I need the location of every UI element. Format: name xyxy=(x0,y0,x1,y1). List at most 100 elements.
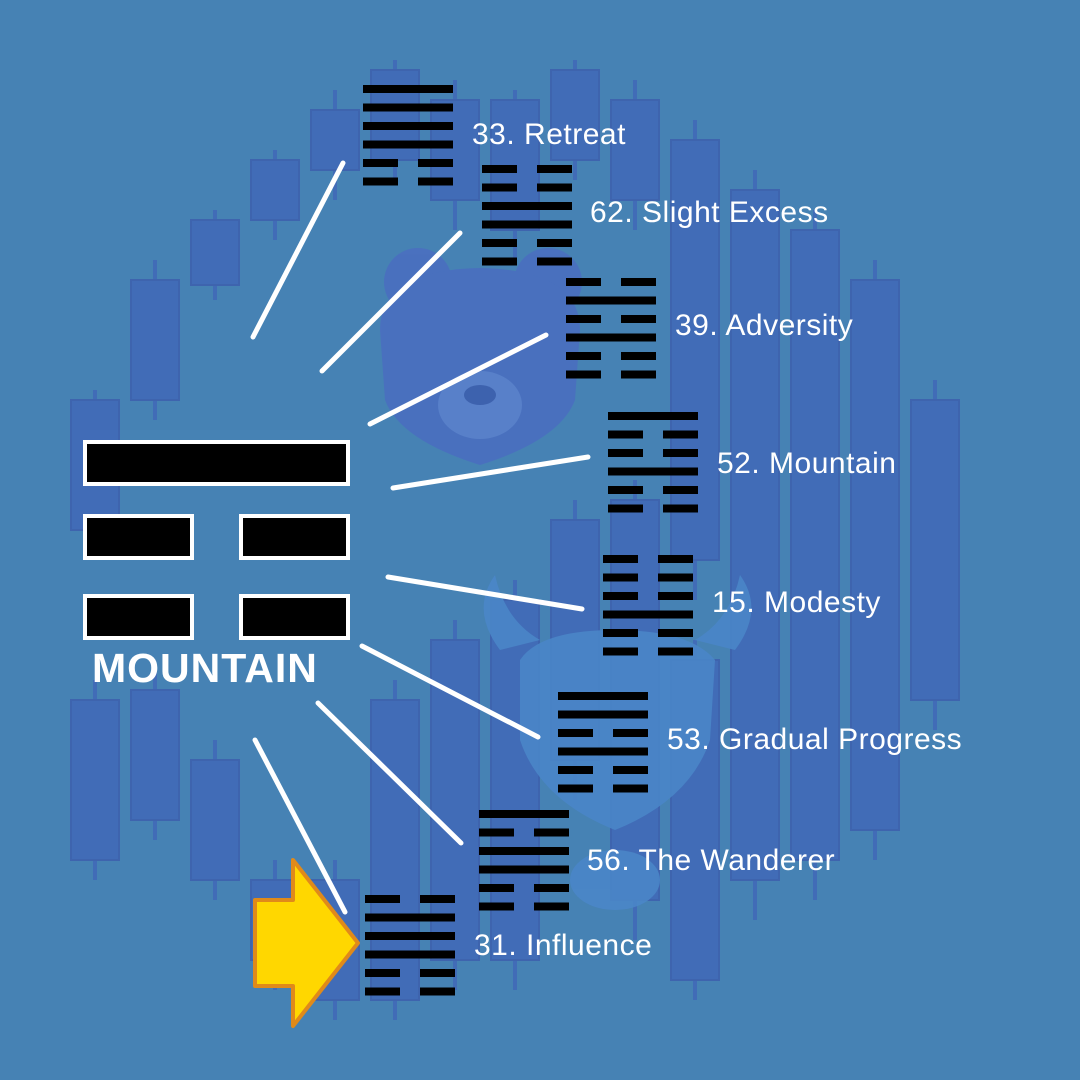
connector-line xyxy=(315,700,464,846)
hexagram-icon xyxy=(363,85,453,186)
hexagram-line-solid xyxy=(608,412,698,420)
trigram-line-broken xyxy=(239,514,350,560)
candle-body xyxy=(130,689,180,821)
hexagram-line-broken xyxy=(558,784,593,793)
hexagram-line-broken xyxy=(613,729,648,737)
hexagram-line-broken xyxy=(479,884,514,892)
connector-line xyxy=(319,230,463,374)
hexagram-line-broken xyxy=(420,895,455,903)
candle-body xyxy=(310,109,360,171)
hexagram-line-broken xyxy=(603,629,638,637)
hexagram-line-solid xyxy=(363,140,453,149)
connector-line xyxy=(359,643,541,740)
hexagram-line-broken xyxy=(566,370,601,379)
hexagram-icon xyxy=(566,278,656,379)
hexagram-icon xyxy=(365,895,455,996)
hexagram-line-solid xyxy=(558,710,648,719)
hexagram-label-gradual-progress: 53. Gradual Progress xyxy=(667,723,963,756)
trigram-line-broken xyxy=(239,594,350,640)
hexagram-line-broken xyxy=(566,278,601,286)
hexagram-line-broken xyxy=(479,828,514,837)
hexagram-line-solid xyxy=(479,865,569,874)
hexagram-line-broken xyxy=(365,969,400,977)
hexagram-icon xyxy=(479,810,569,911)
hexagram-line-broken xyxy=(663,504,698,513)
hexagram-line-broken xyxy=(534,884,569,892)
hexagram-line-broken xyxy=(663,449,698,457)
candle-body xyxy=(130,279,180,401)
hexagram-line-broken xyxy=(365,895,400,903)
connector-line xyxy=(390,454,591,491)
hexagram-line-broken xyxy=(608,504,643,513)
bull-snout xyxy=(570,850,660,910)
hexagram-line-solid xyxy=(482,202,572,210)
candle-body xyxy=(70,699,120,861)
trigram-line-broken xyxy=(83,514,194,560)
connector-line xyxy=(385,574,585,612)
hexagram-line-broken xyxy=(418,177,453,186)
candle-body xyxy=(790,229,840,861)
candle-body xyxy=(850,279,900,831)
hexagram-label-adversity: 39. Adversity xyxy=(675,309,854,342)
trigram-name: MOUNTAIN xyxy=(92,645,318,691)
hexagram-line-broken xyxy=(482,165,517,173)
hexagram-line-broken xyxy=(537,165,572,173)
hexagram-line-broken xyxy=(482,257,517,266)
hexagram-line-broken xyxy=(621,370,656,379)
hexagram-line-broken xyxy=(603,573,638,582)
hexagram-line-solid xyxy=(566,296,656,305)
candle-body xyxy=(250,159,300,221)
hexagram-line-broken xyxy=(479,902,514,911)
hexagram-line-solid xyxy=(479,810,569,818)
hexagram-line-broken xyxy=(558,766,593,774)
hexagram-line-broken xyxy=(613,784,648,793)
hexagram-line-broken xyxy=(558,729,593,737)
hexagram-line-broken xyxy=(608,449,643,457)
hexagram-label-mountain: 52. Mountain xyxy=(717,447,897,480)
hexagram-line-solid xyxy=(363,85,453,93)
highlight-arrow-icon xyxy=(253,858,360,1028)
hexagram-line-broken xyxy=(566,352,601,360)
hexagram-icon xyxy=(482,165,572,266)
hexagram-line-broken xyxy=(621,315,656,323)
hexagram-line-broken xyxy=(363,177,398,186)
trigram-symbol xyxy=(83,440,350,640)
hexagram-line-broken xyxy=(603,592,638,600)
hexagram-line-broken xyxy=(621,352,656,360)
hexagram-line-broken xyxy=(420,969,455,977)
candle-body xyxy=(190,759,240,881)
hexagram-line-solid xyxy=(363,122,453,130)
hexagram-line-broken xyxy=(418,159,453,167)
hexagram-line-broken xyxy=(613,766,648,774)
hexagram-line-broken xyxy=(482,183,517,192)
hexagram-line-solid xyxy=(365,950,455,959)
hexagram-line-broken xyxy=(663,486,698,494)
hexagram-line-solid xyxy=(566,333,656,342)
hexagram-line-broken xyxy=(566,315,601,323)
hexagram-line-broken xyxy=(603,647,638,656)
hexagram-line-broken xyxy=(363,159,398,167)
hexagram-line-broken xyxy=(534,828,569,837)
connector-line xyxy=(250,160,346,340)
hexagram-line-solid xyxy=(603,610,693,619)
bull-horn xyxy=(695,575,752,650)
bear-nose xyxy=(464,385,496,405)
connector-lines xyxy=(250,160,591,915)
candle-body xyxy=(190,219,240,286)
hexagram-line-broken xyxy=(658,573,693,582)
hexagram-line-solid xyxy=(482,220,572,229)
hexagram-label-influence: 31. Influence xyxy=(474,929,653,962)
candle-body xyxy=(910,399,960,701)
hexagram-line-solid xyxy=(365,932,455,940)
hexagram-icon xyxy=(558,692,648,793)
hexagram-line-broken xyxy=(621,278,656,286)
hexagram-line-broken xyxy=(658,647,693,656)
hexagram-line-solid xyxy=(363,103,453,112)
hexagram-line-solid xyxy=(365,913,455,922)
hexagram-line-solid xyxy=(558,747,648,756)
hexagram-icon xyxy=(608,412,698,513)
trigram-line-solid xyxy=(83,440,350,486)
hexagram-line-broken xyxy=(482,239,517,247)
hexagram-line-broken xyxy=(608,430,643,439)
